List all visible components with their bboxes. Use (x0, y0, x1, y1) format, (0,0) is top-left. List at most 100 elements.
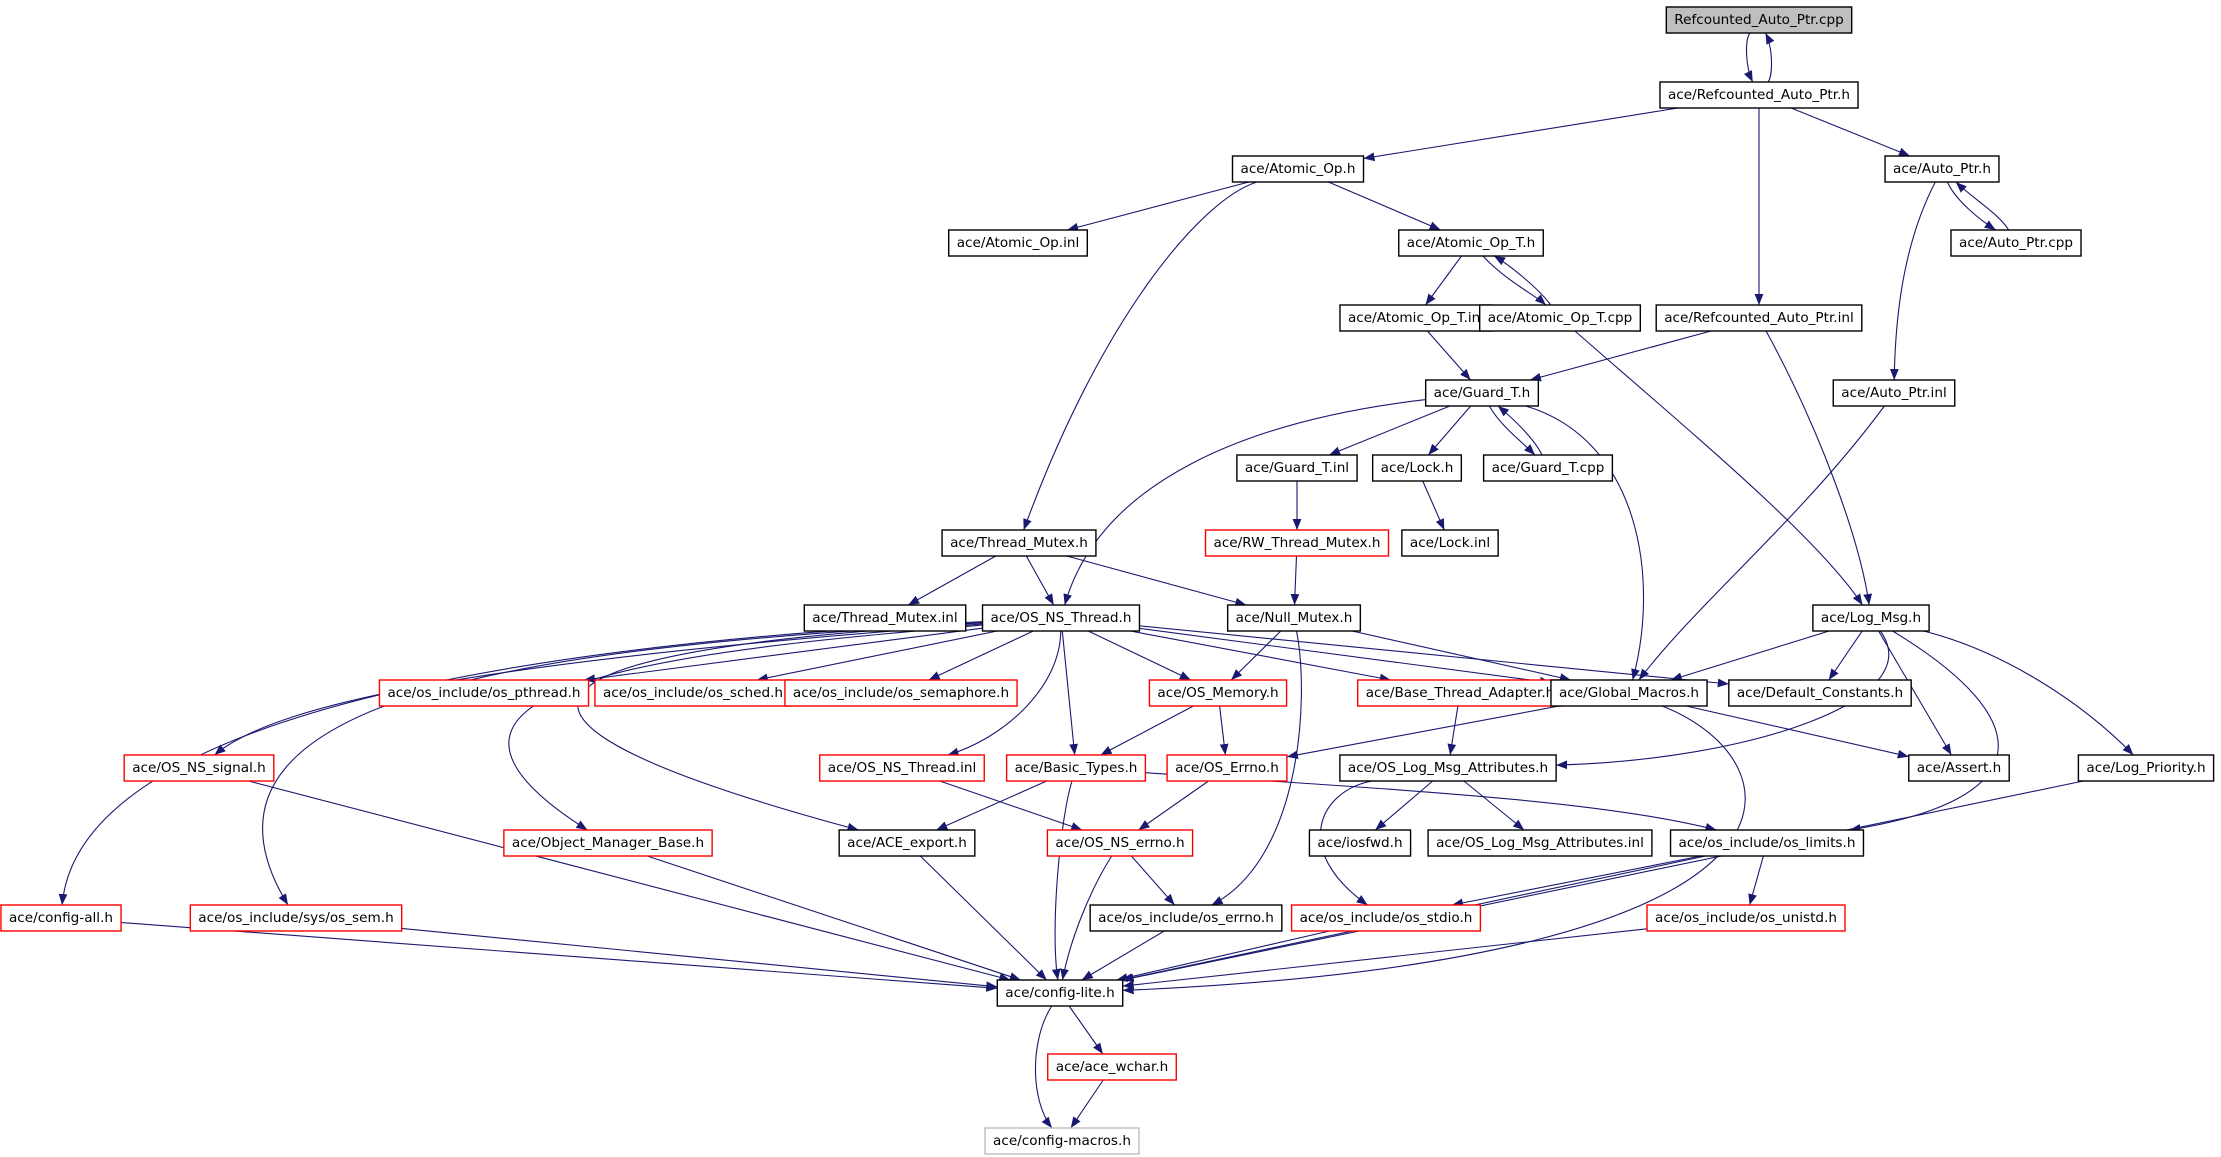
graph-node-autoptrcpp[interactable]: ace/Auto_Ptr.cpp (1950, 229, 2082, 257)
edge-guardt-to-guardtcpp (1488, 405, 1536, 456)
node-label: ace/iosfwd.h (1317, 835, 1402, 851)
graph-node-oserrnoh[interactable]: ace/os_include/os_errno.h (1089, 904, 1283, 932)
edge-atomict-to-atomictcpp (1482, 255, 1547, 306)
graph-node-atomictinl[interactable]: ace/Atomic_Op_T.inl (1339, 304, 1493, 332)
node-box (0, 904, 122, 932)
graph-node-refh[interactable]: ace/Refcounted_Auto_Ptr.h (1659, 81, 1859, 109)
graph-node-guardtinl[interactable]: ace/Guard_T.inl (1236, 454, 1358, 482)
edge-atomict-to-atomictinl (1425, 255, 1462, 306)
node-box (1478, 304, 1642, 332)
graph-node-threadmutexinl[interactable]: ace/Thread_Mutex.inl (803, 604, 967, 632)
edge-oslimits-to-osstdio (1451, 855, 1702, 908)
edge-osnsthread-to-ospthread (583, 627, 983, 683)
graph-node-osunistd[interactable]: ace/os_include/os_unistd.h (1646, 904, 1846, 932)
graph-node-osstdio[interactable]: ace/os_include/os_stdio.h (1290, 904, 1482, 932)
node-label: ace/Guard_T.h (1434, 385, 1531, 401)
node-label: ace/Auto_Ptr.inl (1841, 385, 1946, 401)
node-label: ace/Null_Mutex.h (1236, 610, 1353, 626)
graph-node-atomict[interactable]: ace/Atomic_Op_T.h (1398, 229, 1544, 257)
node-box (1231, 155, 1365, 183)
node-box (1339, 304, 1493, 332)
node-label: ace/Assert.h (1917, 760, 2001, 776)
node-label: ace/OS_NS_signal.h (132, 760, 266, 776)
node-label: ace/Refcounted_Auto_Ptr.inl (1664, 310, 1854, 326)
node-box (1950, 229, 2082, 257)
graph-node-refcpp[interactable]: Refcounted_Auto_Ptr.cpp (1665, 6, 1853, 34)
graph-node-autoptrinl[interactable]: ace/Auto_Ptr.inl (1832, 379, 1956, 407)
graph-node-configmacros[interactable]: ace/config-macros.h (984, 1127, 1140, 1155)
graph-node-guardt[interactable]: ace/Guard_T.h (1424, 379, 1540, 407)
graph-node-defconst[interactable]: ace/Default_Constants.h (1728, 679, 1912, 707)
edge-osnsthread-to-basictypes (1061, 630, 1078, 756)
graph-node-basethread[interactable]: ace/Base_Thread_Adapter.h (1357, 679, 1563, 707)
graph-node-osnssignal[interactable]: ace/OS_NS_signal.h (123, 754, 275, 782)
graph-node-ossched[interactable]: ace/os_include/os_sched.h (594, 679, 792, 707)
graph-node-ospthread[interactable]: ace/os_include/os_pthread.h (378, 679, 590, 707)
graph-node-guardtcpp[interactable]: ace/Guard_T.cpp (1482, 454, 1614, 482)
node-label: ace/Atomic_Op_T.inl (1348, 310, 1484, 326)
graph-node-osnserrno[interactable]: ace/OS_NS_errno.h (1046, 829, 1194, 857)
node-label: ace/os_include/os_sched.h (603, 685, 783, 701)
graph-node-aceexport[interactable]: ace/ACE_export.h (838, 829, 976, 857)
graph-node-autoptr[interactable]: ace/Auto_Ptr.h (1884, 155, 2000, 183)
graph-node-assert[interactable]: ace/Assert.h (1908, 754, 2010, 782)
edge-oslogmsgattr-to-osstdio (1320, 780, 1373, 906)
edge-oserrno-to-osnserrno (1138, 780, 1209, 831)
graph-node-oslogmsgattr[interactable]: ace/OS_Log_Msg_Attributes.h (1339, 754, 1557, 782)
graph-node-osnsthread[interactable]: ace/OS_NS_Thread.h (981, 604, 1141, 632)
node-box (1482, 454, 1614, 482)
graph-node-ossem[interactable]: ace/os_include/os_semaphore.h (784, 679, 1018, 707)
edge-acewchar-to-configmacros (1070, 1079, 1104, 1129)
edge-osnsthread-to-basethread (1130, 630, 1391, 683)
edge-threadmutex-to-osnsthread (1025, 555, 1055, 606)
graph-node-configall[interactable]: ace/config-all.h (0, 904, 122, 932)
graph-node-refinl[interactable]: ace/Refcounted_Auto_Ptr.inl (1655, 304, 1863, 332)
node-label: ace/OS_Memory.h (1157, 685, 1278, 701)
graph-node-threadmutex[interactable]: ace/Thread_Mutex.h (941, 529, 1097, 557)
graph-node-osnsthreadinl[interactable]: ace/OS_NS_Thread.inl (819, 754, 985, 782)
graph-node-logmsg[interactable]: ace/Log_Msg.h (1812, 604, 1930, 632)
graph-node-lock[interactable]: ace/Lock.h (1371, 454, 1463, 482)
edge-autoptrinl-to-globalmacros (1638, 405, 1885, 681)
edge-osnsthread-to-osnsthreadinl (947, 630, 1062, 757)
node-box (1290, 904, 1482, 932)
graph-node-atomicinl[interactable]: ace/Atomic_Op.inl (948, 229, 1088, 257)
graph-node-osmemory[interactable]: ace/OS_Memory.h (1148, 679, 1288, 707)
edge-configlite-to-acewchar (1068, 1005, 1104, 1055)
graph-node-atomictcpp[interactable]: ace/Atomic_Op_T.cpp (1478, 304, 1642, 332)
node-label: ace/Global_Macros.h (1559, 685, 1699, 701)
node-box (1427, 829, 1653, 857)
edge-oserrnoh-to-configlite (1081, 930, 1165, 981)
graph-node-rwthread[interactable]: ace/RW_Thread_Mutex.h (1204, 529, 1390, 557)
node-label: ace/config-all.h (9, 910, 113, 926)
graph-node-oslogmsgattrinl[interactable]: ace/OS_Log_Msg_Attributes.inl (1427, 829, 1653, 857)
node-label: ace/RW_Thread_Mutex.h (1214, 535, 1381, 551)
graph-node-acewchar[interactable]: ace/ace_wchar.h (1047, 1053, 1177, 1081)
graph-node-nullmutex[interactable]: ace/Null_Mutex.h (1226, 604, 1362, 632)
edge-logmsg-to-oslimits (1849, 630, 1999, 833)
graph-node-basictypes[interactable]: ace/Basic_Types.h (1005, 754, 1147, 782)
graph-node-ossyssem[interactable]: ace/os_include/sys/os_sem.h (189, 904, 403, 932)
node-box (2077, 754, 2215, 782)
node-box (1308, 829, 1412, 857)
edge-guardtcpp-to-guardt (1497, 405, 1543, 456)
edge-aceexport-to-configlite (919, 855, 1048, 981)
graph-node-lockinl[interactable]: ace/Lock.inl (1401, 529, 1499, 557)
graph-node-configlite[interactable]: ace/config-lite.h (996, 979, 1124, 1007)
graph-node-iosfwd[interactable]: ace/iosfwd.h (1308, 829, 1412, 857)
edge-osnserrno-to-oserrnoh (1130, 855, 1176, 906)
graph-node-oserrno[interactable]: ace/OS_Errno.h (1166, 754, 1288, 782)
node-label: ace/OS_Errno.h (1175, 760, 1279, 776)
node-label: ace/Auto_Ptr.h (1893, 161, 1991, 177)
graph-node-globalmacros[interactable]: ace/Global_Macros.h (1550, 679, 1708, 707)
node-label: ace/ACE_export.h (847, 835, 967, 851)
edge-globalmacros-to-oserrno (1286, 705, 1560, 760)
graph-node-oslimits[interactable]: ace/os_include/os_limits.h (1669, 829, 1865, 857)
graph-node-atomic[interactable]: ace/Atomic_Op.h (1231, 155, 1365, 183)
graph-node-logpriority[interactable]: ace/Log_Priority.h (2077, 754, 2215, 782)
node-label: ace/Guard_T.cpp (1492, 460, 1605, 476)
edge-objmgr-to-configlite (647, 855, 1021, 981)
node-label: ace/Default_Constants.h (1737, 685, 1903, 701)
edge-nullmutex-to-osmemory (1230, 630, 1282, 681)
graph-node-objmgr[interactable]: ace/Object_Manager_Base.h (503, 829, 713, 857)
